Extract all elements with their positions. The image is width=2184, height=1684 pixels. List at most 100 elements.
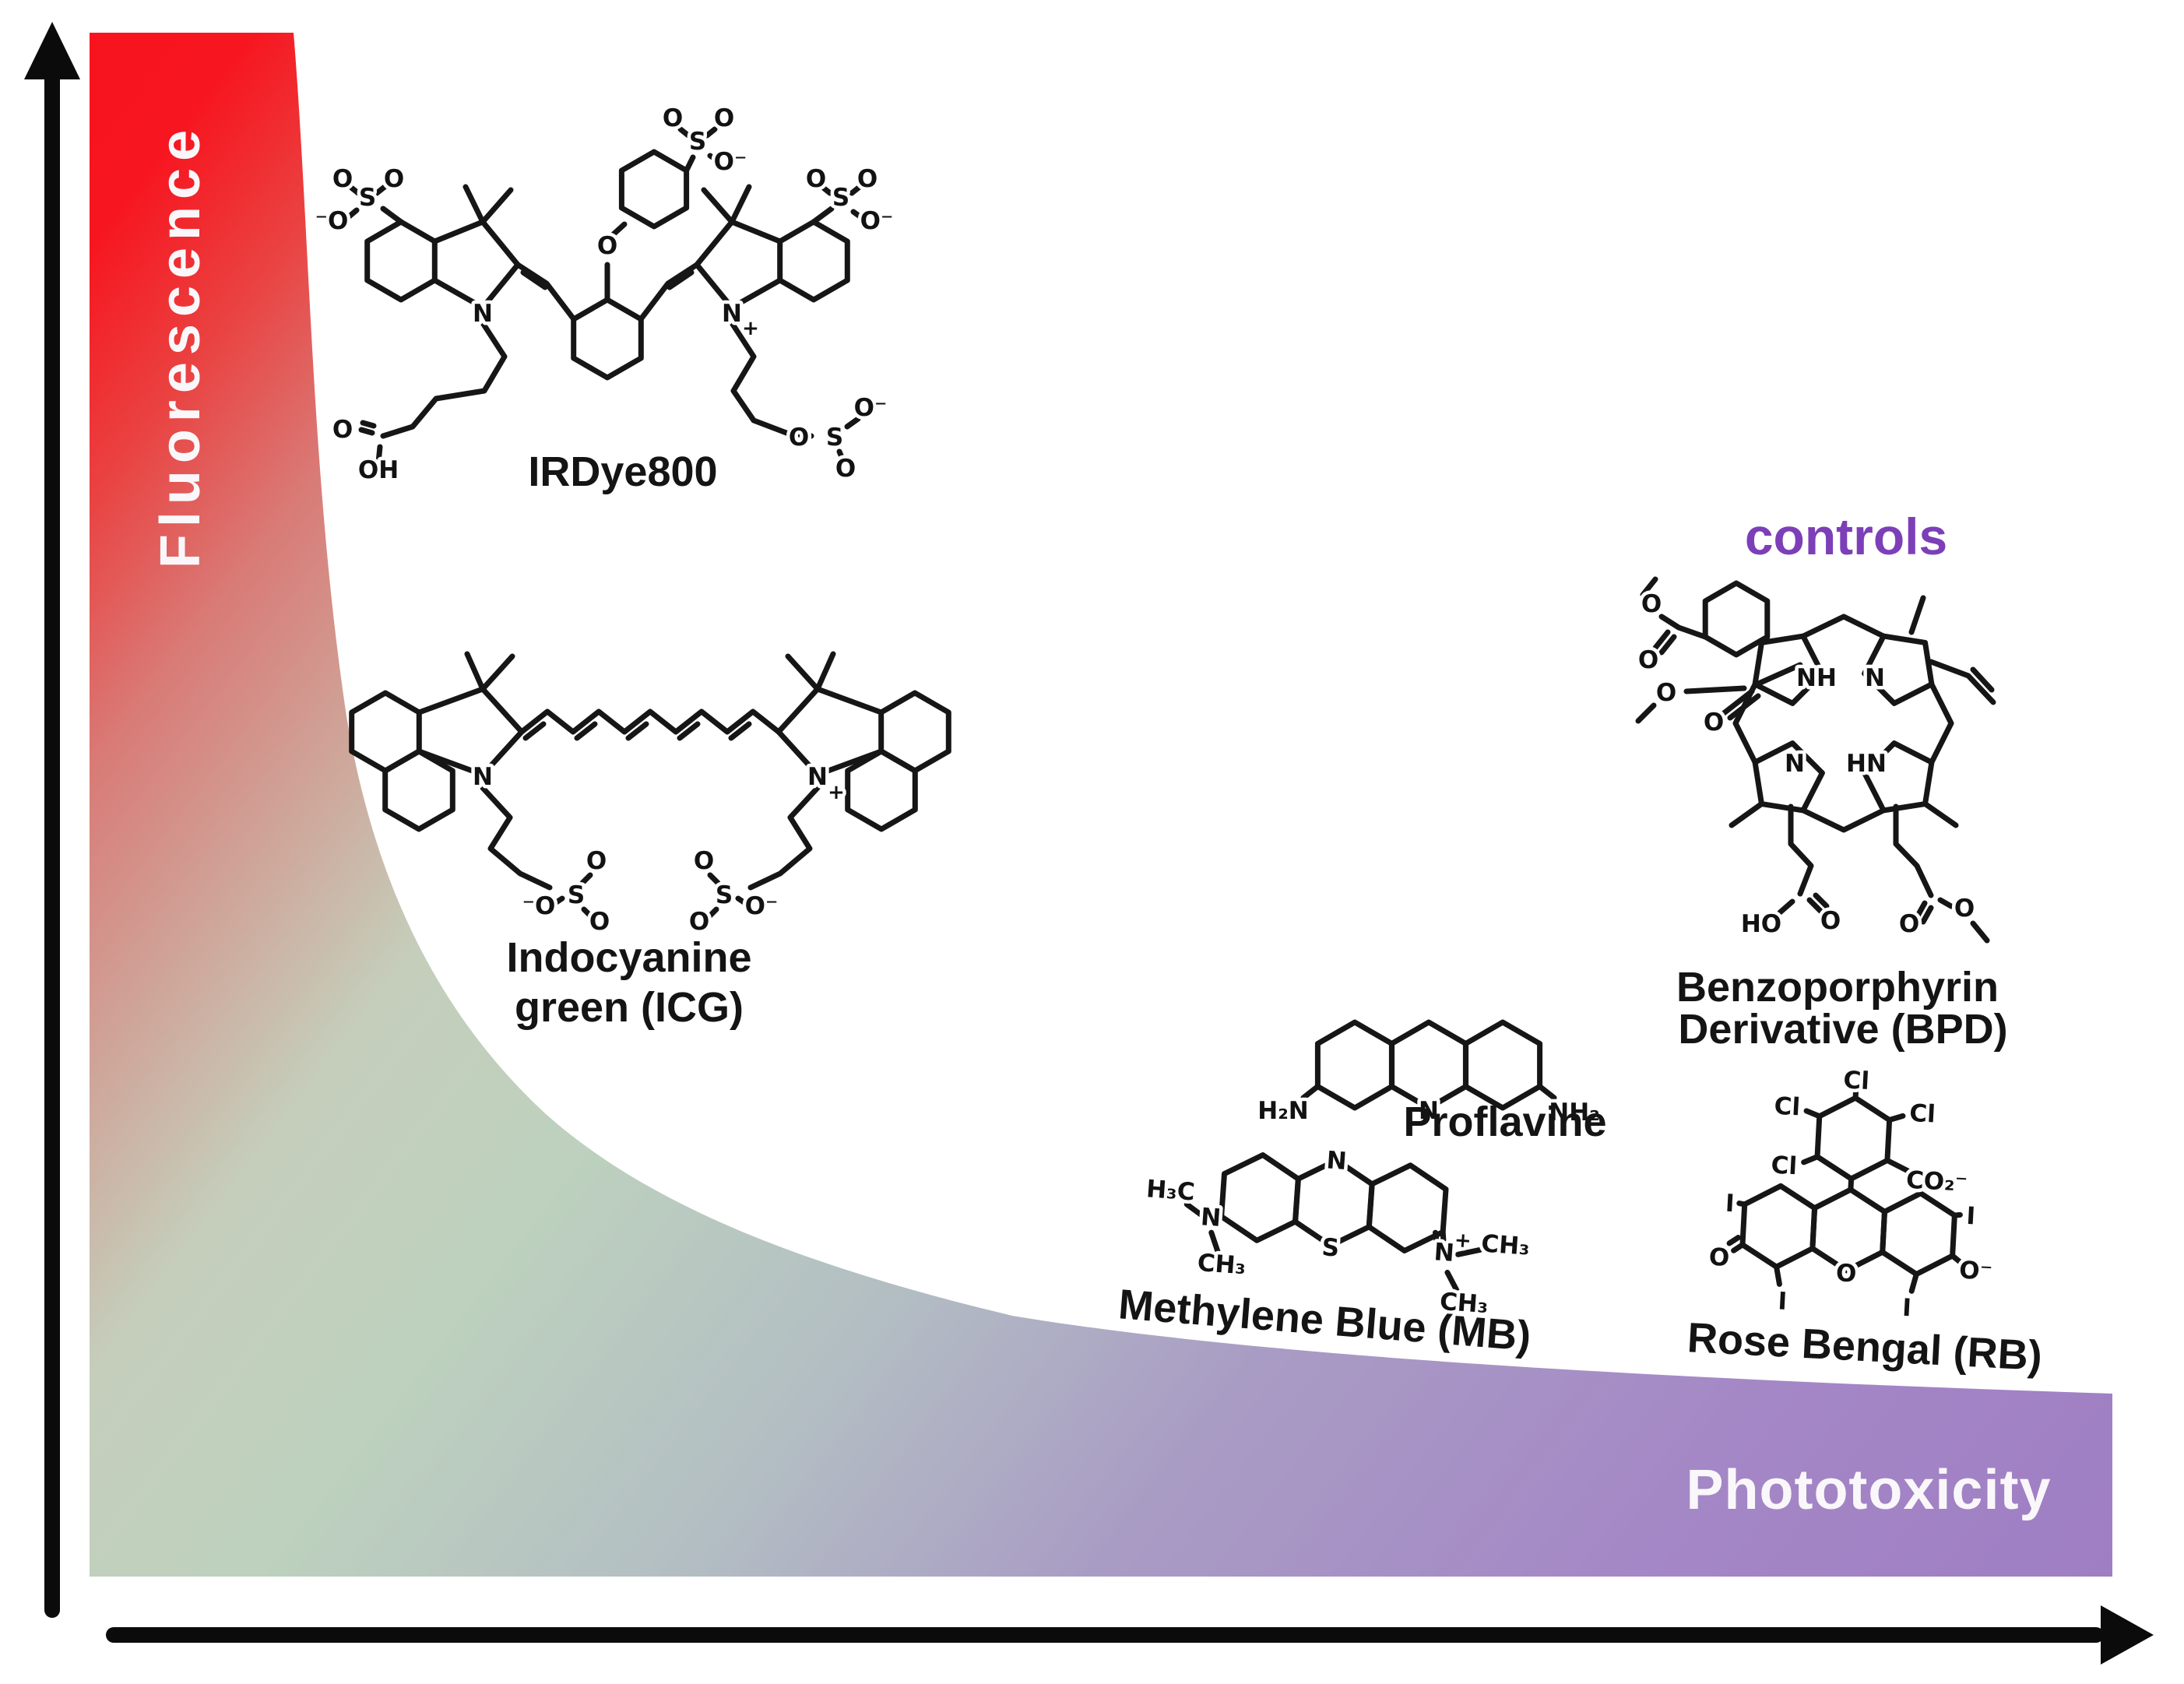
proflavine-label: Proflavine	[1403, 1099, 1606, 1145]
svg-text:O: O	[1954, 895, 1975, 923]
svg-text:O: O	[1899, 910, 1919, 938]
carboxyl-chain	[380, 320, 508, 439]
svg-text:NH₂: NH₂	[1549, 1099, 1599, 1127]
svg-text:CO₂⁻: CO₂⁻	[1905, 1166, 1968, 1197]
svg-text:CH₃: CH₃	[1480, 1229, 1531, 1260]
svg-text:O: O	[384, 165, 404, 193]
x-axis-arrow	[106, 1605, 2154, 1665]
icg-label-line1: Indocyanine	[506, 934, 751, 981]
svg-text:I: I	[1725, 1190, 1735, 1218]
svg-text:N: N	[1419, 1097, 1439, 1125]
svg-text:N: N	[1433, 1238, 1455, 1267]
icg-label-line2: green (ICG)	[515, 984, 744, 1031]
svg-text:N: N	[807, 763, 828, 791]
rose-bengal-label: Rose Bengal (RB)	[1686, 1314, 2044, 1380]
svg-text:HO: HO	[1741, 910, 1781, 938]
svg-text:N: N	[473, 763, 493, 791]
y-axis-arrowhead-icon	[24, 22, 80, 79]
svg-text:O⁻: O⁻	[745, 892, 779, 920]
proflavine-structure: H₂N N NH₂	[1254, 1022, 1603, 1130]
right-vinyl-bridge	[638, 262, 700, 322]
svg-text:N: N	[1200, 1203, 1222, 1232]
svg-text:⁻O: ⁻O	[522, 892, 556, 920]
svg-text:N: N	[1865, 664, 1885, 692]
svg-text:N: N	[722, 300, 742, 328]
svg-text:S: S	[832, 184, 849, 212]
svg-text:+: +	[828, 781, 845, 804]
svg-text:Cl: Cl	[1843, 1066, 1870, 1095]
svg-text:O⁻: O⁻	[860, 207, 894, 235]
svg-text:O: O	[1638, 646, 1658, 674]
svg-text:O: O	[663, 104, 683, 132]
x-axis-label: Phototoxicity	[1686, 1459, 2051, 1521]
irdye800-label: IRDye800	[528, 448, 717, 495]
svg-text:S: S	[689, 128, 706, 156]
svg-text:H₂N: H₂N	[1257, 1097, 1308, 1125]
svg-text:N: N	[1785, 750, 1805, 778]
svg-text:O: O	[1820, 907, 1841, 935]
svg-text:O: O	[714, 104, 734, 132]
svg-text:O⁻: O⁻	[1958, 1256, 1993, 1285]
svg-text:Cl: Cl	[1908, 1099, 1936, 1129]
svg-text:O: O	[1708, 1243, 1730, 1272]
svg-text:O: O	[689, 908, 709, 936]
y-axis-arrow	[24, 22, 80, 1618]
svg-text:O: O	[332, 165, 353, 193]
bpd-label-line1: Benzoporphyrin	[1676, 964, 1999, 1011]
svg-text:O: O	[857, 165, 877, 193]
svg-text:I: I	[1901, 1294, 1911, 1323]
svg-text:O: O	[1835, 1259, 1857, 1288]
svg-text:⁻O: ⁻O	[315, 207, 349, 235]
svg-text:O: O	[1656, 679, 1676, 707]
polyene-chain	[519, 708, 782, 735]
svg-text:O: O	[589, 908, 610, 936]
y-axis-label: Fluorescence	[149, 123, 212, 568]
svg-text:O: O	[835, 455, 856, 483]
svg-text:S: S	[826, 424, 843, 452]
svg-text:N: N	[473, 300, 493, 328]
svg-text:O: O	[806, 165, 826, 193]
svg-text:Cl: Cl	[1774, 1092, 1801, 1122]
svg-text:O: O	[597, 232, 617, 260]
svg-text:CH₃: CH₃	[1197, 1249, 1247, 1280]
svg-text:Cl: Cl	[1771, 1151, 1798, 1181]
svg-text:O: O	[1641, 590, 1662, 618]
svg-text:H₃C: H₃C	[1145, 1175, 1196, 1206]
sulfo-chain	[729, 320, 814, 439]
left-vinyl-bridge	[515, 262, 577, 322]
svg-text:O⁻: O⁻	[714, 148, 747, 176]
svg-text:S: S	[1321, 1233, 1340, 1262]
svg-text:S: S	[568, 881, 585, 909]
svg-text:O: O	[1704, 708, 1724, 737]
proflavine-atom-labels: H₂N N NH₂	[1254, 1094, 1603, 1130]
svg-text:HN: HN	[1846, 750, 1887, 778]
svg-text:+: +	[742, 317, 759, 340]
svg-text:S: S	[359, 184, 376, 212]
svg-text:OH: OH	[358, 456, 399, 484]
svg-text:O: O	[586, 847, 607, 875]
svg-text:+: +	[1454, 1229, 1472, 1253]
svg-text:O: O	[694, 847, 714, 875]
svg-text:N: N	[1325, 1146, 1347, 1176]
svg-text:I: I	[1778, 1287, 1788, 1316]
x-axis-arrowhead-icon	[2101, 1605, 2154, 1665]
tradeoff-gradient-region	[90, 33, 2112, 1577]
svg-text:NH: NH	[1796, 664, 1837, 692]
svg-text:I: I	[1966, 1202, 1976, 1231]
svg-text:O⁻: O⁻	[854, 394, 888, 422]
controls-heading: controls	[1745, 508, 1947, 565]
svg-text:S: S	[716, 881, 733, 909]
svg-text:O: O	[332, 416, 353, 444]
bpd-label-line2: Derivative (BPD)	[1678, 1006, 2007, 1053]
